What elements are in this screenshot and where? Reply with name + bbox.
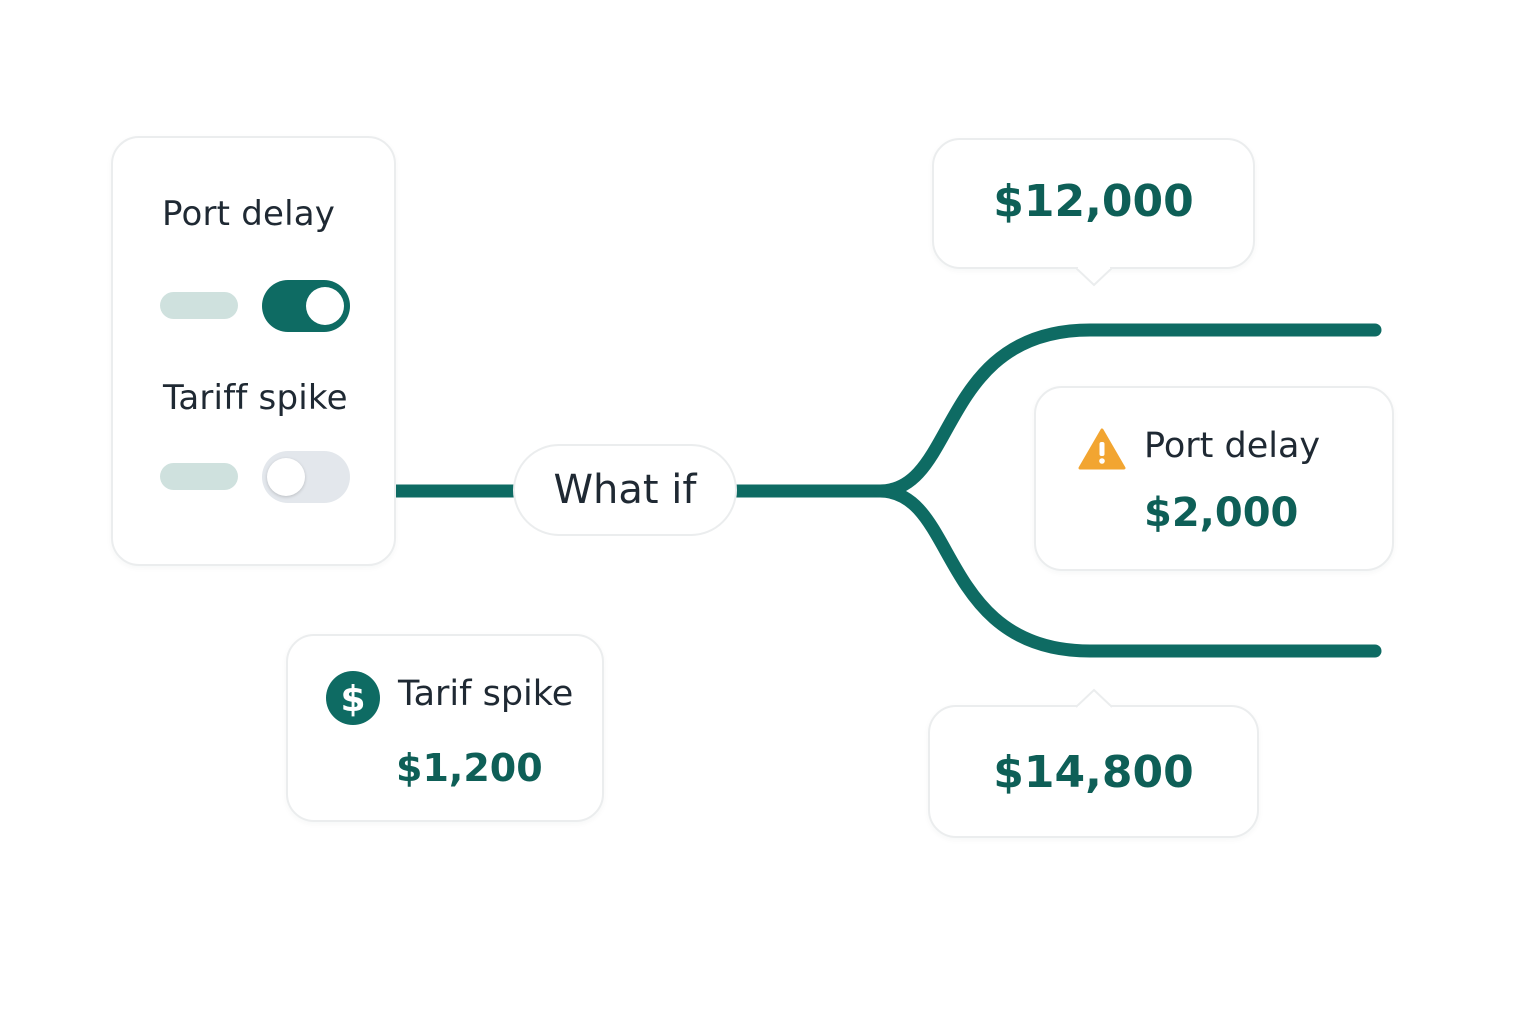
impact-title: Port delay: [1144, 426, 1321, 466]
tariff-spike-label: Tariff spike: [163, 378, 348, 418]
port-delay-label: Port delay: [162, 194, 336, 234]
port-delay-impact-card[interactable]: Port delay $2,000: [1034, 386, 1394, 571]
outcome-bubble-bottom: $14,800: [928, 705, 1259, 838]
port-delay-slider[interactable]: [160, 292, 238, 319]
outcome-bubble-top: $12,000: [932, 138, 1255, 269]
branch-lower: [873, 484, 1382, 658]
impact-amount: $2,000: [1144, 490, 1299, 536]
port-delay-toggle[interactable]: [262, 280, 350, 332]
branch-upper: [873, 323, 1382, 498]
what-if-node[interactable]: What if: [513, 444, 737, 536]
warning-icon: [1078, 428, 1126, 470]
bubble-pointer-up: [1076, 688, 1112, 709]
outcome-total-bottom: $14,800: [993, 747, 1194, 798]
toggle-knob: [267, 458, 305, 496]
tariff-spike-slider[interactable]: [160, 463, 238, 490]
impact-title: Tarif spike: [398, 674, 574, 714]
dollar-icon: $: [326, 671, 380, 725]
scenario-toggle-panel: Port delay Tariff spike: [111, 136, 396, 566]
tariff-spike-toggle[interactable]: [262, 451, 350, 503]
bubble-pointer-down: [1076, 266, 1112, 287]
svg-text:$: $: [340, 679, 365, 720]
impact-amount: $1,200: [396, 746, 543, 790]
toggle-knob: [306, 287, 344, 325]
outcome-total-top: $12,000: [993, 176, 1194, 227]
tarif-spike-impact-card[interactable]: $ Tarif spike $1,200: [286, 634, 604, 822]
